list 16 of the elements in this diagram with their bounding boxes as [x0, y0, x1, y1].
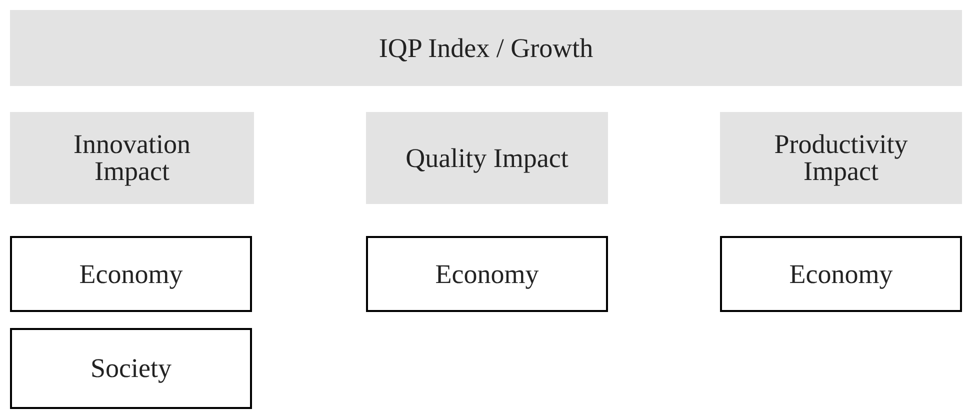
outlined-box — [720, 236, 962, 312]
category-box — [366, 112, 608, 204]
header-band — [10, 10, 962, 86]
box-label: Economy — [434, 260, 540, 288]
outlined-box — [366, 236, 608, 312]
box-label: Society — [90, 355, 172, 382]
box-label: Productivity Impact — [773, 131, 909, 185]
outlined-box — [10, 236, 252, 312]
outlined-box — [10, 328, 252, 409]
box-label: Economy — [78, 260, 184, 288]
box-label: Quality Impact — [404, 144, 570, 172]
category-box — [720, 112, 962, 204]
category-box — [10, 112, 254, 204]
box-label: Innovation Impact — [72, 131, 192, 185]
box-label: IQP Index / Growth — [378, 34, 594, 62]
box-label: Economy — [788, 260, 894, 288]
